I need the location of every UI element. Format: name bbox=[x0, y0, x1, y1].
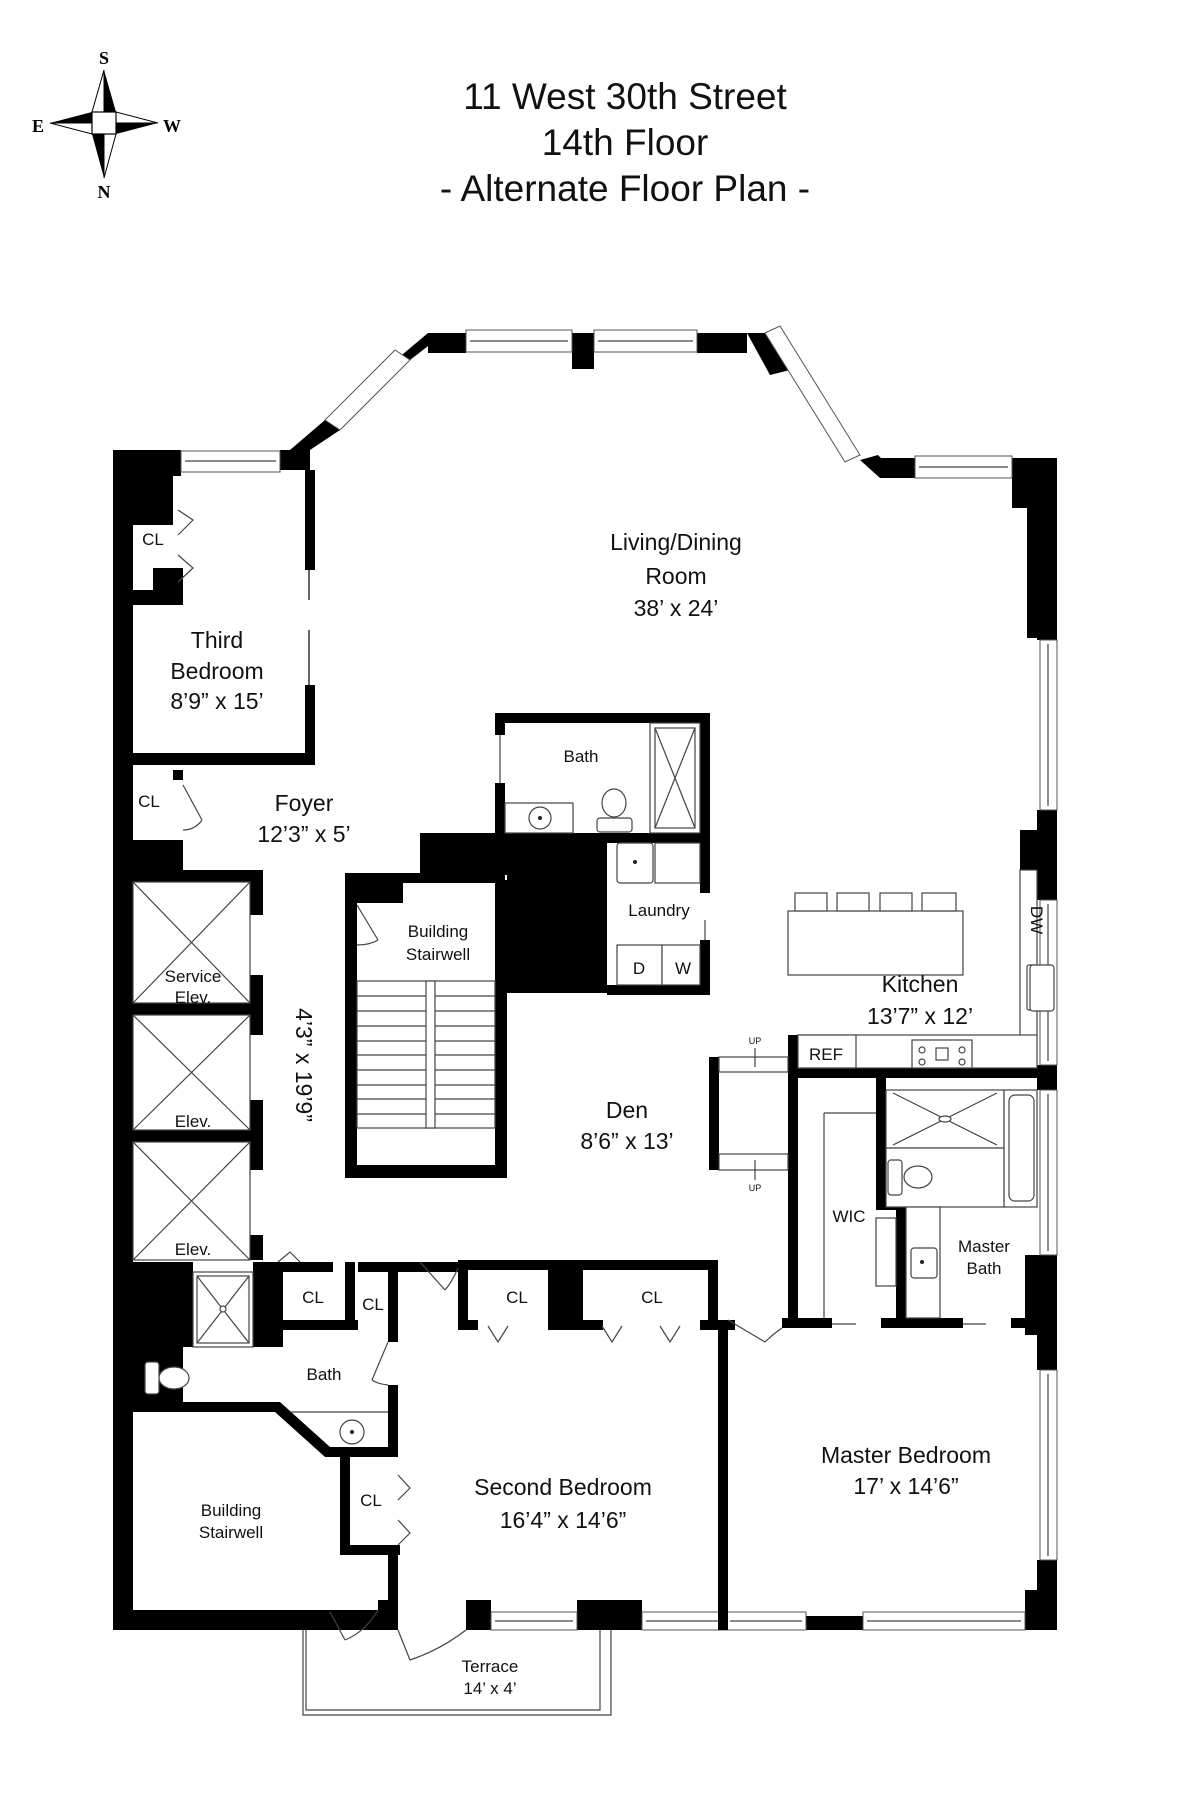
refrigerator-label: REF bbox=[809, 1045, 843, 1064]
kitchen-label: Kitchen bbox=[882, 971, 959, 997]
laundry-label: Laundry bbox=[628, 901, 690, 920]
lower-stairwell-label-line2: Stairwell bbox=[199, 1523, 263, 1542]
foyer-label: Foyer bbox=[275, 790, 334, 816]
kitchen-dimensions: 13’7” x 12’ bbox=[867, 1003, 973, 1029]
compass-rose-icon: S N E W bbox=[32, 48, 181, 202]
elevator-2-label: Elev. bbox=[175, 1240, 212, 1259]
compass-east-label: E bbox=[32, 116, 44, 136]
closet-c-label: CL bbox=[302, 1288, 324, 1307]
third-bedroom-closet-label: CL bbox=[142, 530, 164, 549]
closet-e-label: CL bbox=[360, 1491, 382, 1510]
service-elevator-label: Service bbox=[165, 967, 222, 986]
plan-subtitle: - Alternate Floor Plan - bbox=[439, 168, 811, 209]
service-elevator-label-line2: Elev. bbox=[175, 988, 212, 1007]
windows bbox=[180, 325, 1058, 1631]
third-bedroom-dimensions: 8’9” x 15’ bbox=[170, 688, 263, 714]
upper-stairwell-label: Building bbox=[408, 922, 469, 941]
upper-bath-label: Bath bbox=[564, 747, 599, 766]
upper-stairwell-label-line2: Stairwell bbox=[406, 945, 470, 964]
den-label: Den bbox=[606, 1097, 648, 1123]
second-bedroom-dimensions: 16’4” x 14’6” bbox=[500, 1507, 627, 1533]
foyer-dimensions: 12’3” x 5’ bbox=[257, 821, 350, 847]
stairs-icon bbox=[356, 980, 496, 1129]
lower-bath-label: Bath bbox=[307, 1365, 342, 1384]
master-bath-label-line2: Bath bbox=[967, 1259, 1002, 1278]
compass-north-label: N bbox=[98, 182, 111, 202]
living-room-dimensions: 38’ x 24’ bbox=[634, 595, 719, 621]
closet-d-label: CL bbox=[362, 1295, 384, 1314]
lower-stairwell-label: Building bbox=[201, 1501, 262, 1520]
compass-west-label: W bbox=[163, 116, 181, 136]
walk-in-closet-label: WIC bbox=[832, 1207, 865, 1226]
closet-a-label: CL bbox=[506, 1288, 528, 1307]
foyer-closet-label: CL bbox=[138, 792, 160, 811]
terrace-dimensions: 14’ x 4’ bbox=[463, 1679, 516, 1698]
address-title: 11 West 30th Street bbox=[463, 76, 787, 117]
living-room-label-line2: Room bbox=[645, 563, 706, 589]
second-bedroom-label: Second Bedroom bbox=[474, 1474, 652, 1500]
plan-title-block: 11 West 30th Street 14th Floor - Alterna… bbox=[400, 74, 850, 212]
washer-label: W bbox=[675, 959, 691, 978]
den-step-up-top-label: UP bbox=[749, 1036, 762, 1046]
living-room-label: Living/Dining bbox=[610, 529, 742, 555]
master-bedroom-label: Master Bedroom bbox=[821, 1442, 991, 1468]
hall-dimensions: 4’3” x 19’9” bbox=[291, 1008, 317, 1122]
third-bedroom-label-line2: Bedroom bbox=[170, 658, 263, 684]
terrace-label: Terrace bbox=[462, 1657, 519, 1676]
third-bedroom-label: Third bbox=[191, 627, 243, 653]
dryer-label: D bbox=[633, 959, 645, 978]
room-labels: Living/Dining Room 38’ x 24’ CL Third Be… bbox=[138, 529, 1046, 1698]
elevator-1-label: Elev. bbox=[175, 1112, 212, 1131]
fixtures bbox=[132, 722, 1055, 1716]
exterior-walls bbox=[113, 333, 1057, 1630]
den-step-up-bottom-label: UP bbox=[749, 1183, 762, 1193]
dishwasher-label: DW bbox=[1027, 906, 1046, 934]
master-bath-label: Master bbox=[958, 1237, 1010, 1256]
closet-b-label: CL bbox=[641, 1288, 663, 1307]
doors bbox=[177, 509, 986, 1661]
compass-south-label: S bbox=[99, 48, 109, 68]
den-dimensions: 8’6” x 13’ bbox=[580, 1128, 673, 1154]
interior-walls bbox=[113, 470, 1057, 1630]
floor-title: 14th Floor bbox=[541, 122, 709, 163]
master-bedroom-dimensions: 17’ x 14’6” bbox=[853, 1473, 958, 1499]
